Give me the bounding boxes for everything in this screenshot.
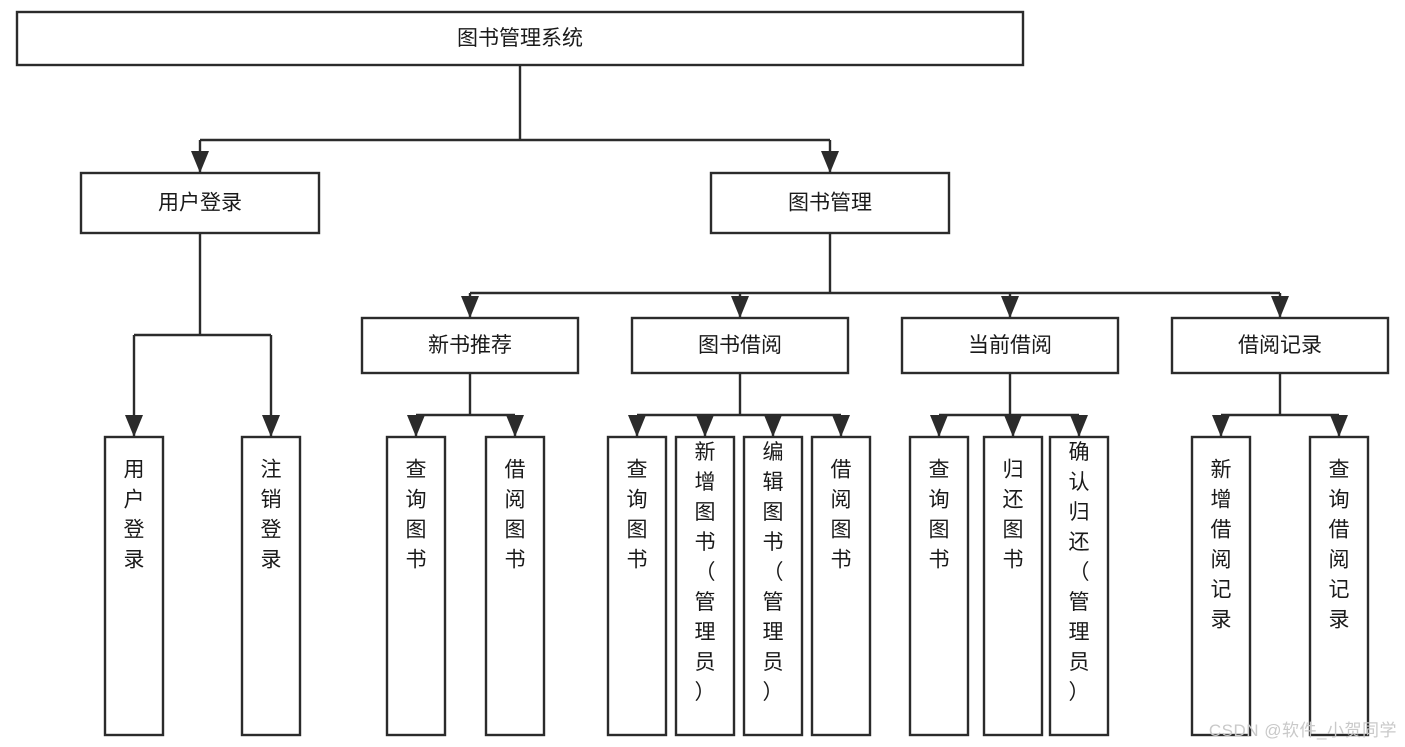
node-box-root	[15, 10, 1025, 67]
node-label-leaf-query-book-borrow: 查询图书	[627, 459, 648, 572]
node-leaf-add-book[interactable]: 新增图书（管理员）	[674, 435, 736, 737]
node-label-leaf-borrow-book-recommend: 借阅图书	[505, 459, 526, 572]
connector-arrowhead	[125, 415, 143, 437]
node-label-leaf-user-logout: 注销登录	[261, 459, 282, 572]
connector-arrowhead	[930, 415, 948, 437]
node-leaf-edit-book[interactable]: 编辑图书（管理员）	[742, 435, 804, 737]
connector-layer	[125, 65, 1348, 437]
node-box-leaf-user-logout	[240, 435, 302, 737]
node-label-leaf-query-borrow-record: 查询借阅记录	[1329, 459, 1350, 632]
connector-arrowhead	[764, 415, 782, 437]
node-box-leaf-query-book-recommend	[385, 435, 447, 737]
node-label-leaf-user-login: 用户登录	[124, 459, 145, 572]
node-label-book-management: 图书管理	[788, 192, 872, 215]
node-box-book-borrow	[630, 316, 850, 375]
node-borrow-record[interactable]: 借阅记录	[1170, 316, 1390, 375]
node-box-leaf-add-borrow-record	[1190, 435, 1252, 737]
node-label-user-login: 用户登录	[158, 192, 242, 215]
connector-arrowhead	[1070, 415, 1088, 437]
connector-arrowhead	[731, 296, 749, 318]
connector-arrowhead	[461, 296, 479, 318]
connector-group-root	[191, 65, 839, 173]
connector-arrowhead	[262, 415, 280, 437]
node-book-borrow[interactable]: 图书借阅	[630, 316, 850, 375]
connector-group-user-login	[125, 233, 280, 437]
node-box-leaf-confirm-return	[1048, 435, 1110, 737]
node-box-leaf-add-book	[674, 435, 736, 737]
node-box-current-borrow	[900, 316, 1120, 375]
connector-arrowhead	[407, 415, 425, 437]
connector-group-borrow-record	[1212, 373, 1348, 437]
node-box-leaf-edit-book	[742, 435, 804, 737]
node-root[interactable]: 图书管理系统	[15, 10, 1025, 67]
connector-arrowhead	[1271, 296, 1289, 318]
node-box-borrow-record	[1170, 316, 1390, 375]
node-box-leaf-borrow-book-recommend	[484, 435, 546, 737]
connector-arrowhead	[506, 415, 524, 437]
node-label-leaf-add-borrow-record: 新增借阅记录	[1211, 459, 1232, 632]
node-layer: 图书管理系统用户登录图书管理新书推荐图书借阅当前借阅借阅记录用户登录注销登录查询…	[15, 10, 1390, 737]
node-label-leaf-add-book: 新增图书（管理员）	[695, 441, 716, 704]
connector-arrowhead	[821, 151, 839, 173]
connector-arrowhead	[1001, 296, 1019, 318]
node-label-leaf-query-book-current: 查询图书	[929, 459, 950, 572]
node-box-book-management	[709, 171, 951, 235]
node-leaf-query-book-borrow[interactable]: 查询图书	[606, 435, 668, 737]
connector-arrowhead	[1004, 415, 1022, 437]
node-label-leaf-borrow-book: 借阅图书	[831, 459, 852, 572]
node-leaf-user-logout[interactable]: 注销登录	[240, 435, 302, 737]
connector-group-current-borrow	[930, 373, 1088, 437]
connector-group-book-borrow	[628, 373, 850, 437]
node-label-leaf-return-book: 归还图书	[1003, 459, 1024, 572]
node-leaf-query-book-current[interactable]: 查询图书	[908, 435, 970, 737]
node-box-user-login	[79, 171, 321, 235]
node-leaf-confirm-return[interactable]: 确认归还（管理员）	[1048, 435, 1110, 737]
connector-group-new-book-recommend	[407, 373, 524, 437]
node-box-leaf-query-borrow-record	[1308, 435, 1370, 737]
node-leaf-query-borrow-record[interactable]: 查询借阅记录	[1308, 435, 1370, 737]
node-box-new-book-recommend	[360, 316, 580, 375]
node-label-book-borrow: 图书借阅	[698, 334, 782, 357]
node-label-borrow-record: 借阅记录	[1238, 334, 1322, 357]
node-box-leaf-user-login	[103, 435, 165, 737]
node-leaf-add-borrow-record[interactable]: 新增借阅记录	[1190, 435, 1252, 737]
node-leaf-user-login[interactable]: 用户登录	[103, 435, 165, 737]
node-box-leaf-query-book-borrow	[606, 435, 668, 737]
connector-group-book-management	[461, 233, 1289, 318]
node-leaf-query-book-recommend[interactable]: 查询图书	[385, 435, 447, 737]
node-leaf-borrow-book-recommend[interactable]: 借阅图书	[484, 435, 546, 737]
node-new-book-recommend[interactable]: 新书推荐	[360, 316, 580, 375]
node-label-leaf-confirm-return: 确认归还（管理员）	[1069, 441, 1090, 704]
node-box-leaf-borrow-book	[810, 435, 872, 737]
node-box-leaf-query-book-current	[908, 435, 970, 737]
node-current-borrow[interactable]: 当前借阅	[900, 316, 1120, 375]
node-label-current-borrow: 当前借阅	[968, 334, 1052, 357]
connector-arrowhead	[696, 415, 714, 437]
connector-arrowhead	[628, 415, 646, 437]
connector-arrowhead	[1212, 415, 1230, 437]
connector-arrowhead	[1330, 415, 1348, 437]
node-label-new-book-recommend: 新书推荐	[428, 334, 512, 357]
node-leaf-borrow-book[interactable]: 借阅图书	[810, 435, 872, 737]
connector-arrowhead	[191, 151, 209, 173]
connector-arrowhead	[832, 415, 850, 437]
node-label-leaf-edit-book: 编辑图书（管理员）	[763, 441, 784, 704]
node-label-leaf-query-book-recommend: 查询图书	[406, 459, 427, 572]
node-user-login[interactable]: 用户登录	[79, 171, 321, 235]
node-box-leaf-return-book	[982, 435, 1044, 737]
node-label-root: 图书管理系统	[457, 27, 583, 50]
node-book-management[interactable]: 图书管理	[709, 171, 951, 235]
node-leaf-return-book[interactable]: 归还图书	[982, 435, 1044, 737]
